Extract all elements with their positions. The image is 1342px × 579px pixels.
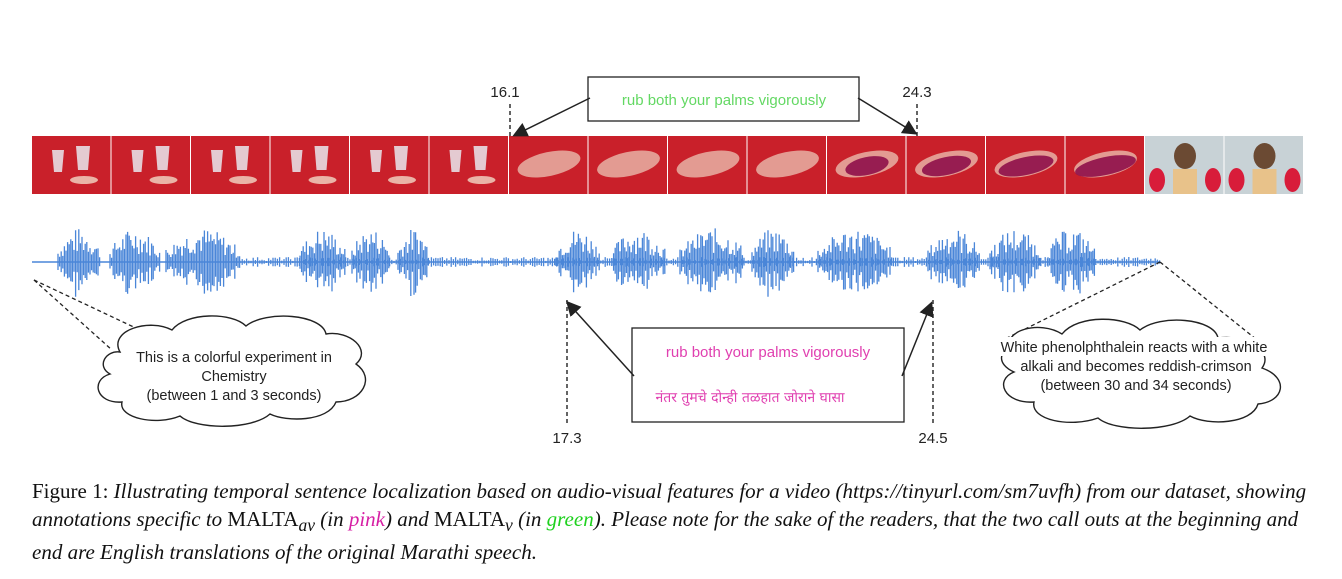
right-cloud-line-3: (between 30 and 34 seconds) bbox=[1040, 378, 1231, 394]
top-callout: rub both your palms vigorously 16.1 24.3 bbox=[490, 76, 932, 138]
figure-caption: Figure 1: Illustrating temporal sentence… bbox=[32, 478, 1322, 567]
bottom-end-time: 24.5 bbox=[918, 430, 947, 447]
top-start-time: 16.1 bbox=[490, 84, 519, 101]
bottom-callout-english: rub both your palms vigorously bbox=[666, 344, 871, 361]
video-frame bbox=[906, 136, 985, 194]
video-frame bbox=[270, 136, 349, 194]
left-cloud-line-1: This is a colorful experiment in bbox=[136, 350, 332, 366]
video-frame-strip bbox=[32, 136, 1303, 194]
left-cloud-line-3: (between 1 and 3 seconds) bbox=[147, 388, 322, 404]
video-frame bbox=[509, 136, 588, 194]
bottom-callout-arrow-left bbox=[565, 300, 635, 377]
video-frame bbox=[111, 136, 190, 194]
bottom-callout-arrow-right bbox=[901, 301, 934, 377]
top-callout-arrow-left bbox=[512, 97, 591, 137]
video-frame bbox=[668, 136, 747, 194]
caption-green-word: green bbox=[546, 506, 594, 531]
caption-malta-v: MALTAv bbox=[433, 506, 513, 535]
video-frame bbox=[1145, 136, 1224, 194]
top-end-time: 24.3 bbox=[902, 84, 931, 101]
caption-part-2: ). Please note for the sake of the reade… bbox=[32, 506, 1299, 565]
video-frame bbox=[986, 136, 1065, 194]
caption-in-2: (in bbox=[518, 506, 542, 531]
caption-pink-word: pink bbox=[348, 506, 385, 531]
figure-illustration: rub both your palms vigorously 16.1 24.3… bbox=[32, 76, 1303, 447]
top-callout-arrow-right bbox=[857, 97, 918, 135]
caption-in-1: (in bbox=[320, 506, 344, 531]
video-frame bbox=[1224, 136, 1303, 194]
video-frame bbox=[1065, 136, 1144, 194]
left-cloud-callout: This is a colorful experiment in Chemist… bbox=[33, 279, 367, 427]
caption-label: Figure 1: bbox=[32, 479, 109, 503]
bottom-callout: rub both your palms vigorously नंतर तुमच… bbox=[552, 300, 948, 447]
video-frame bbox=[827, 136, 906, 194]
video-frame bbox=[32, 136, 111, 194]
top-callout-text: rub both your palms vigorously bbox=[622, 92, 827, 109]
left-cloud-line-2: Chemistry bbox=[201, 369, 267, 385]
video-frame bbox=[429, 136, 508, 194]
caption-and: ) and bbox=[384, 506, 429, 531]
video-frame bbox=[588, 136, 667, 194]
caption-sub-v: v bbox=[505, 514, 513, 535]
caption-sub-av: av bbox=[298, 514, 315, 535]
caption-malta-av: MALTAav bbox=[227, 506, 315, 535]
right-cloud-callout: White phenolphthalein reacts with a whit… bbox=[980, 261, 1288, 429]
right-cloud-line-1: White phenolphthalein reacts with a whit… bbox=[1001, 340, 1268, 356]
bottom-start-time: 17.3 bbox=[552, 430, 581, 447]
left-cloud-shape bbox=[97, 315, 367, 427]
video-frame bbox=[350, 136, 429, 194]
video-frame bbox=[747, 136, 826, 194]
audio-waveform bbox=[32, 228, 1161, 297]
right-cloud-line-2: alkali and becomes reddish-crimson bbox=[1020, 359, 1251, 375]
caption-part-1: Illustrating temporal sentence localizat… bbox=[32, 479, 1307, 531]
video-frame bbox=[191, 136, 270, 194]
bottom-callout-marathi: नंतर तुमचे दोन्ही तळहात जोराने घासा bbox=[655, 389, 844, 406]
